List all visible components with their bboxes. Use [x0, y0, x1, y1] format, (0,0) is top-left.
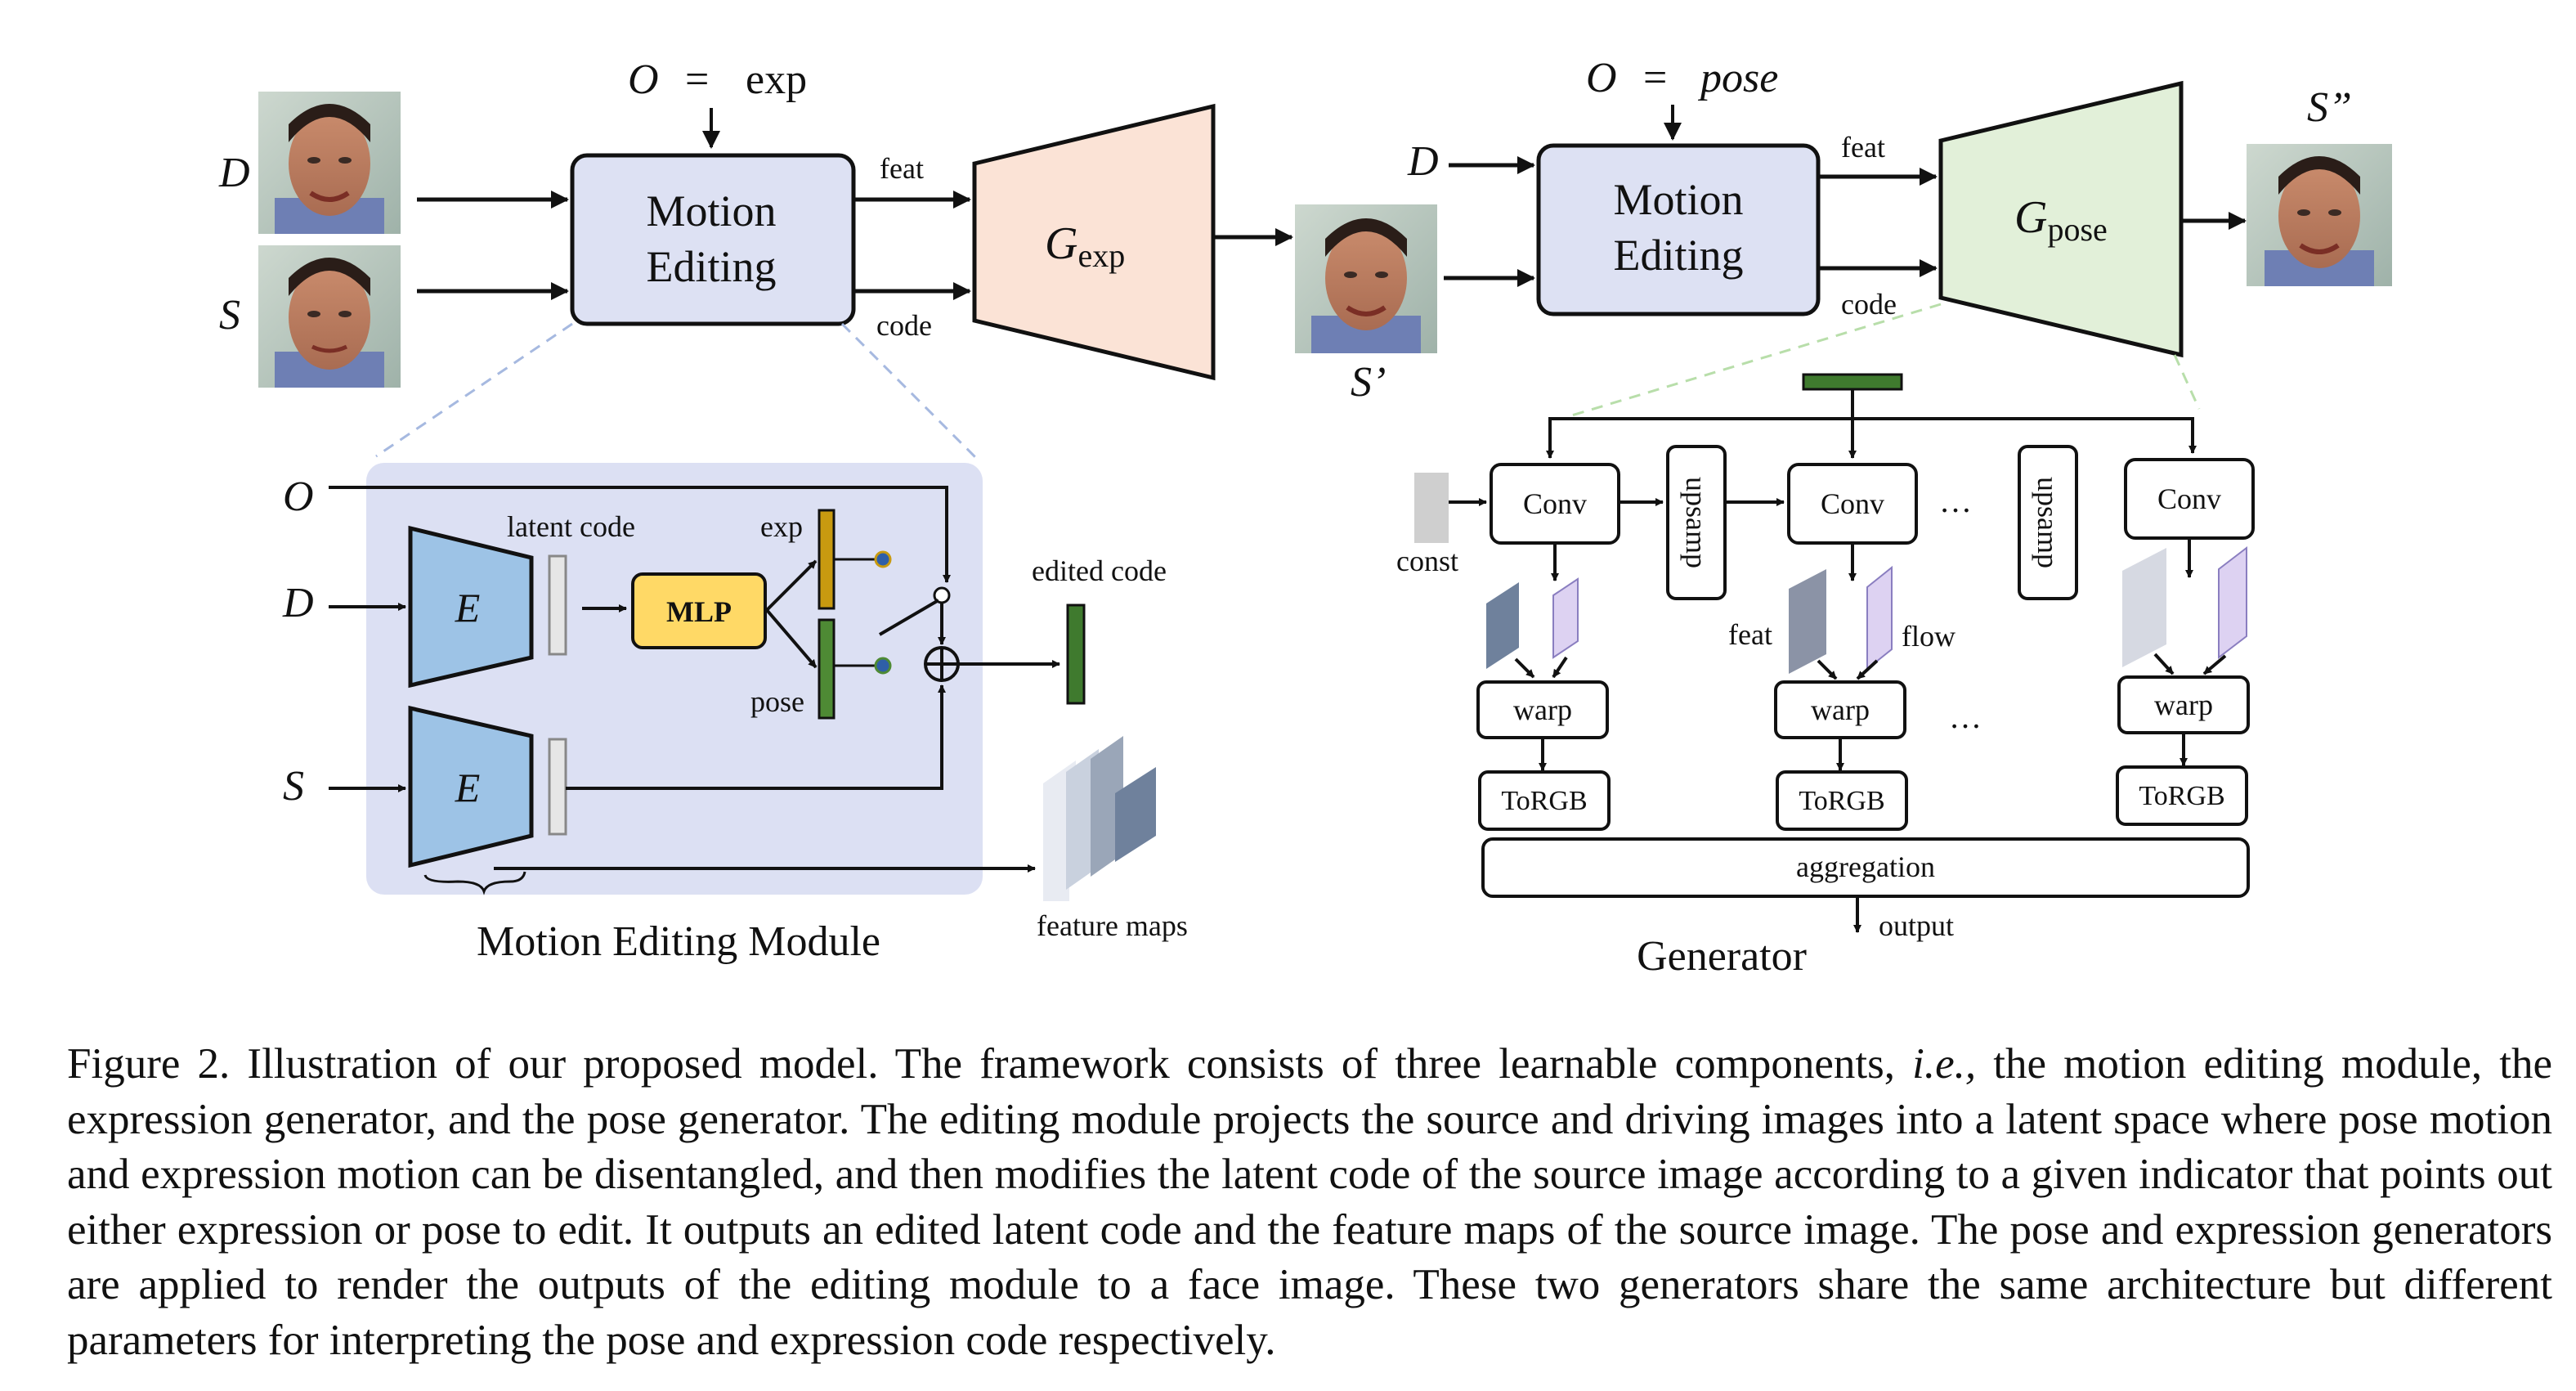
feat-map-2	[1789, 569, 1826, 674]
torgb-block-3	[2116, 765, 2248, 826]
exp-code-bar	[818, 509, 836, 610]
torgb-label-3: ToRGB	[2139, 781, 2224, 811]
figure-caption: Figure 2. Illustration of our proposed m…	[67, 1037, 2552, 1368]
style-code-bar	[1802, 373, 1903, 391]
conv-label-3: Conv	[2157, 482, 2221, 515]
label-s-prime: S’	[1351, 359, 1386, 406]
edited-code-label: edited code	[1032, 554, 1167, 587]
mlp-label: MLP	[666, 595, 732, 628]
flow-map-3	[2218, 545, 2247, 660]
latent-code-label: latent code	[507, 510, 635, 543]
ellipsis-top: …	[1939, 482, 1972, 519]
warp-label-1: warp	[1513, 693, 1572, 726]
g-exp-generator	[972, 103, 1216, 381]
feature-maps-label: feature maps	[1037, 909, 1188, 942]
svg-text:O: O	[628, 56, 659, 103]
motion-editing-2-line2: Editing	[1614, 231, 1744, 280]
g-pose-generator	[1938, 80, 2184, 358]
motion-editing-label-line1: Motion	[646, 186, 776, 236]
upsamp-label-1: upsamp	[1680, 477, 1713, 568]
g-exp-label: Gexp	[1045, 218, 1125, 274]
const-label: const	[1396, 545, 1458, 577]
svg-text:O: O	[1586, 55, 1617, 101]
flow-label-gen: flow	[1902, 620, 1956, 653]
const-block	[1414, 473, 1449, 543]
indicator-pose: O = pose	[1586, 55, 1778, 141]
latent-code-bar-s	[548, 738, 567, 836]
flow-map-2	[1866, 565, 1893, 671]
feature-maps-stack	[1043, 736, 1156, 901]
label-d-second: D	[1407, 138, 1439, 185]
switch-exp-contact	[874, 550, 892, 568]
latent-code-bar-d	[548, 554, 567, 656]
mlp-block	[631, 572, 767, 649]
code-label-2: code	[1841, 288, 1897, 321]
aggregation-label: aggregation	[1796, 850, 1935, 883]
motion-editing-2-line1: Motion	[1613, 175, 1743, 224]
conv-label-2: Conv	[1821, 487, 1884, 520]
encoder-s-label: E	[455, 765, 481, 810]
feat-label-gen: feat	[1728, 618, 1772, 651]
switch-pose-contact	[874, 657, 892, 675]
exp-code-label: exp	[760, 510, 803, 543]
intermediate-face-image	[1295, 204, 1437, 353]
upsamp-label-2: upsamp	[2032, 477, 2064, 568]
code-label-1: code	[876, 309, 932, 342]
output-label: output	[1879, 909, 1954, 942]
torgb-label-2: ToRGB	[1799, 786, 1884, 816]
ellipsis-middle: …	[1949, 698, 1982, 735]
encoder-brace	[423, 871, 526, 895]
motion-editing-box-pose	[1536, 143, 1821, 316]
aggregation-block	[1481, 837, 2250, 898]
warp-label-2: warp	[1811, 693, 1870, 726]
motion-editing-label-line2: Editing	[647, 242, 777, 291]
label-d-top: D	[218, 150, 250, 196]
conv-label-1: Conv	[1523, 487, 1587, 520]
g-pose-label: Gpose	[2014, 192, 2108, 248]
motion-editing-box-exp	[570, 153, 856, 326]
upsamp-block-1	[1666, 445, 1727, 600]
feat-label-1: feat	[880, 152, 924, 185]
svg-text:=: =	[1643, 55, 1667, 101]
caption-text-part2: the motion editing module, the expressio…	[67, 1040, 2552, 1364]
generator-title: Generator	[1637, 933, 1807, 980]
label-s-top: S	[219, 292, 240, 339]
feat-map-1	[1486, 582, 1519, 669]
label-s-double-prime: S”	[2307, 84, 2352, 131]
model-figure: D S O = exp Motion Editing feat code Gex…	[218, 55, 2392, 980]
svg-text:pose: pose	[1697, 55, 1778, 101]
warp-label-3: warp	[2154, 689, 2213, 721]
pose-code-label: pose	[750, 685, 804, 718]
module-label-d: D	[282, 580, 314, 626]
source-face-image	[258, 245, 401, 388]
feat-map-3	[2122, 548, 2166, 667]
caption-ie: i.e.,	[1912, 1040, 1977, 1088]
pose-code-bar	[818, 618, 836, 720]
module-label-o: O	[283, 473, 314, 520]
svg-text:exp: exp	[746, 56, 807, 103]
caption-text-part1: Figure 2. Illustration of our proposed m…	[67, 1040, 1913, 1088]
upsamp-block-2	[2018, 445, 2078, 600]
driving-face-image	[258, 92, 401, 234]
indicator-exp: O = exp	[628, 56, 807, 149]
svg-text:=: =	[685, 56, 709, 103]
torgb-label-1: ToRGB	[1501, 786, 1587, 816]
encoder-d	[408, 525, 534, 689]
torgb-block-2	[1776, 770, 1908, 831]
torgb-block-1	[1478, 770, 1611, 831]
encoder-d-label: E	[455, 585, 481, 630]
output-face-image	[2247, 144, 2392, 286]
encoder-s	[408, 705, 534, 868]
motion-editing-module-title: Motion Editing Module	[477, 918, 880, 965]
feat-label-2: feat	[1841, 131, 1885, 164]
flow-map-1	[1552, 577, 1579, 659]
module-label-s: S	[283, 763, 304, 810]
edited-code-bar	[1066, 604, 1086, 705]
